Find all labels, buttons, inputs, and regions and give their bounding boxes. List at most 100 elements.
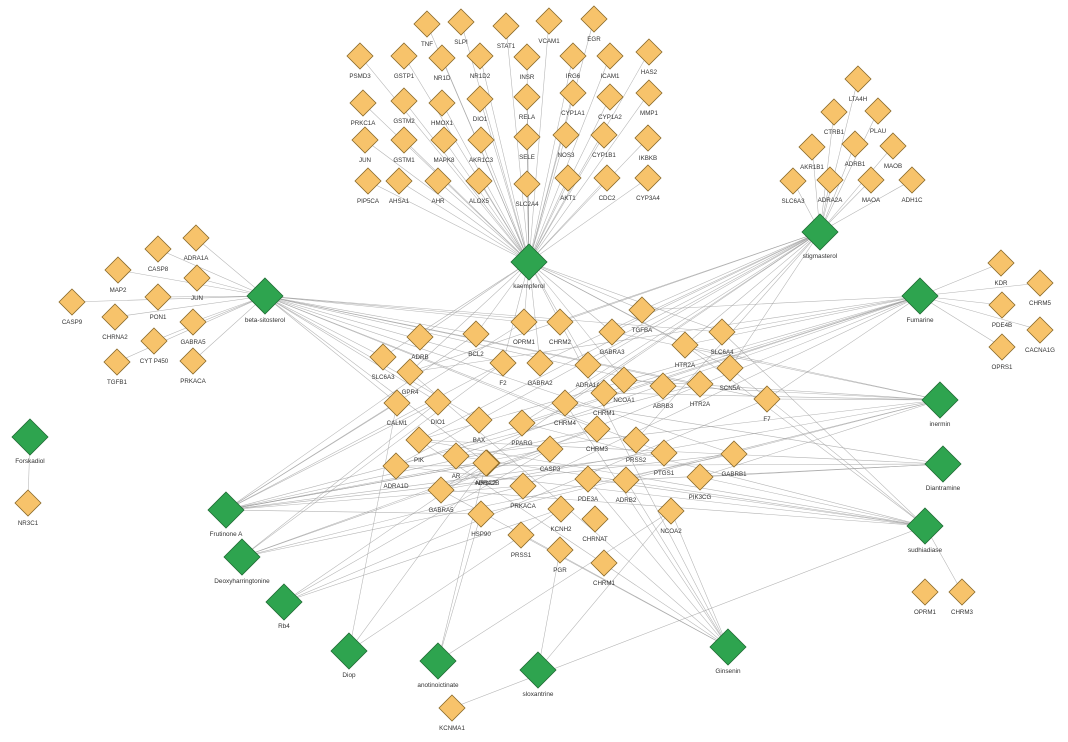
target-node[interactable] <box>546 308 574 336</box>
target-node[interactable] <box>14 489 42 517</box>
target-node[interactable] <box>911 578 939 606</box>
target-node[interactable] <box>183 264 211 292</box>
target-node[interactable] <box>447 8 475 36</box>
compound-node[interactable] <box>330 632 368 670</box>
target-node[interactable] <box>635 79 663 107</box>
target-node[interactable] <box>182 224 210 252</box>
target-node[interactable] <box>492 12 520 40</box>
target-node[interactable] <box>462 320 490 348</box>
target-node[interactable] <box>101 303 129 331</box>
target-node[interactable] <box>590 379 618 407</box>
target-node[interactable] <box>590 121 618 149</box>
target-node[interactable] <box>513 43 541 71</box>
target-node[interactable] <box>428 89 456 117</box>
target-node[interactable] <box>554 164 582 192</box>
target-node[interactable] <box>580 5 608 33</box>
target-node[interactable] <box>720 440 748 468</box>
target-node[interactable] <box>671 331 699 359</box>
target-node[interactable] <box>547 495 575 523</box>
target-node[interactable] <box>354 167 382 195</box>
target-node[interactable] <box>385 167 413 195</box>
target-node[interactable] <box>622 426 650 454</box>
target-node[interactable] <box>552 121 580 149</box>
compound-node[interactable] <box>901 277 939 315</box>
compound-node[interactable] <box>207 491 245 529</box>
target-node[interactable] <box>144 283 172 311</box>
target-node[interactable] <box>596 42 624 70</box>
target-node[interactable] <box>948 578 976 606</box>
target-node[interactable] <box>513 123 541 151</box>
target-node[interactable] <box>383 389 411 417</box>
target-node[interactable] <box>467 500 495 528</box>
target-node[interactable] <box>396 358 424 386</box>
target-node[interactable] <box>559 42 587 70</box>
target-node[interactable] <box>346 42 374 70</box>
target-node[interactable] <box>753 385 781 413</box>
target-node[interactable] <box>841 130 869 158</box>
target-node[interactable] <box>628 296 656 324</box>
target-node[interactable] <box>179 308 207 336</box>
target-node[interactable] <box>103 348 131 376</box>
target-node[interactable] <box>551 389 579 417</box>
compound-node[interactable] <box>11 418 49 456</box>
target-node[interactable] <box>536 435 564 463</box>
target-node[interactable] <box>349 89 377 117</box>
compound-node[interactable] <box>709 628 747 666</box>
target-node[interactable] <box>509 472 537 500</box>
target-node[interactable] <box>574 351 602 379</box>
target-node[interactable] <box>686 370 714 398</box>
target-node[interactable] <box>507 521 535 549</box>
target-node[interactable] <box>987 249 1015 277</box>
target-node[interactable] <box>857 166 885 194</box>
target-node[interactable] <box>405 426 433 454</box>
compound-node[interactable] <box>924 445 962 483</box>
target-node[interactable] <box>390 126 418 154</box>
target-node[interactable] <box>1026 316 1054 344</box>
target-node[interactable] <box>390 42 418 70</box>
target-node[interactable] <box>140 327 168 355</box>
target-node[interactable] <box>351 126 379 154</box>
target-node[interactable] <box>179 347 207 375</box>
target-node[interactable] <box>466 42 494 70</box>
target-node[interactable] <box>581 505 609 533</box>
target-node[interactable] <box>427 476 455 504</box>
target-node[interactable] <box>634 124 662 152</box>
compound-node[interactable] <box>223 538 261 576</box>
target-node[interactable] <box>144 235 172 263</box>
target-node[interactable] <box>649 372 677 400</box>
target-node[interactable] <box>988 291 1016 319</box>
target-node[interactable] <box>465 406 493 434</box>
compound-node[interactable] <box>265 583 303 621</box>
target-node[interactable] <box>466 85 494 113</box>
compound-node[interactable] <box>906 507 944 545</box>
target-node[interactable] <box>546 536 574 564</box>
target-node[interactable] <box>489 349 517 377</box>
target-node[interactable] <box>508 409 536 437</box>
target-node[interactable] <box>716 354 744 382</box>
target-node[interactable] <box>634 164 662 192</box>
target-node[interactable] <box>413 10 441 38</box>
target-node[interactable] <box>864 97 892 125</box>
target-node[interactable] <box>816 166 844 194</box>
target-node[interactable] <box>610 366 638 394</box>
target-node[interactable] <box>593 164 621 192</box>
target-node[interactable] <box>442 442 470 470</box>
target-node[interactable] <box>58 288 86 316</box>
target-node[interactable] <box>844 65 872 93</box>
compound-node[interactable] <box>801 213 839 251</box>
target-node[interactable] <box>988 333 1016 361</box>
target-node[interactable] <box>428 44 456 72</box>
target-node[interactable] <box>424 388 452 416</box>
target-node[interactable] <box>583 415 611 443</box>
target-node[interactable] <box>526 349 554 377</box>
target-node[interactable] <box>535 7 563 35</box>
target-node[interactable] <box>898 166 926 194</box>
target-node[interactable] <box>513 170 541 198</box>
target-node[interactable] <box>465 167 493 195</box>
target-node[interactable] <box>510 308 538 336</box>
target-node[interactable] <box>382 452 410 480</box>
target-node[interactable] <box>879 132 907 160</box>
target-node[interactable] <box>424 167 452 195</box>
target-node[interactable] <box>598 318 626 346</box>
target-node[interactable] <box>657 497 685 525</box>
